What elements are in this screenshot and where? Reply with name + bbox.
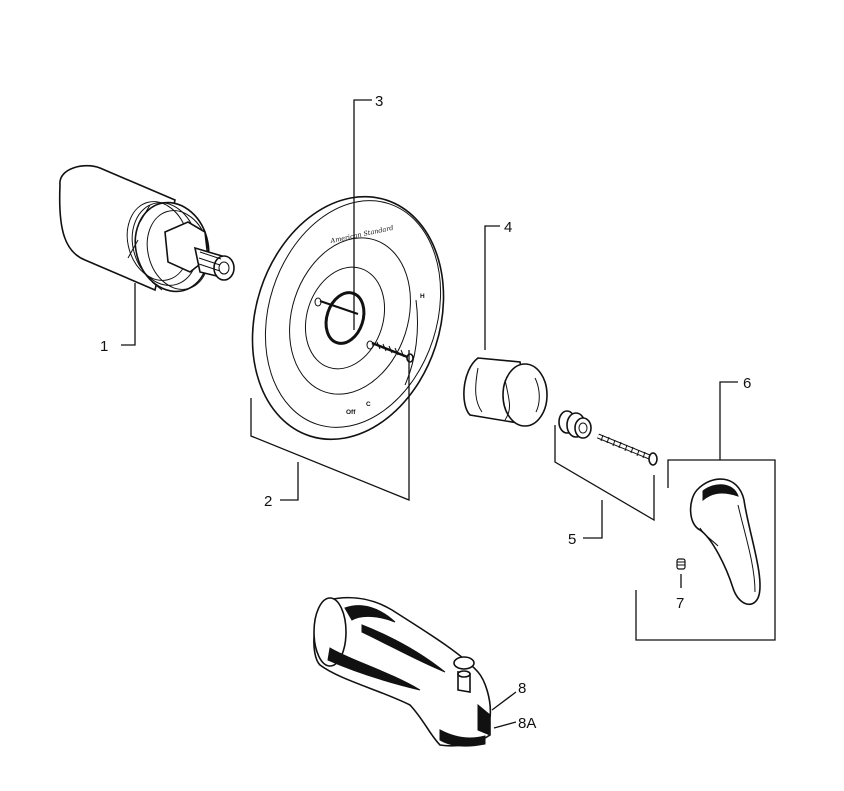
callout-8a: 8A	[518, 715, 536, 732]
part-7-set-screw	[676, 558, 686, 570]
callout-1: 1	[100, 338, 108, 355]
part-2-escutcheon: American Standard H C Off	[251, 195, 445, 441]
escutcheon-off-label: Off	[346, 409, 356, 416]
part-1-cartridge	[58, 164, 235, 293]
callout-6: 6	[743, 375, 751, 392]
part-3-screws	[319, 300, 414, 363]
escutcheon-cold-label: C	[366, 401, 371, 408]
callout-2: 2	[264, 493, 272, 510]
part-5-adapter-screw	[558, 410, 658, 466]
callout-8: 8	[518, 680, 526, 697]
callout-4: 4	[504, 219, 512, 236]
callout-5: 5	[568, 531, 576, 548]
escutcheon-hot-label: H	[420, 293, 425, 300]
callout-labels: 1 2 3 4 5 6 7 8 8A	[100, 93, 751, 732]
callout-3: 3	[375, 93, 383, 110]
part-4-sleeve	[463, 357, 548, 427]
callout-7: 7	[676, 595, 684, 612]
part-8-tub-spout	[313, 596, 492, 747]
callout-lines	[121, 99, 776, 729]
part-6-lever-handle	[689, 478, 761, 606]
